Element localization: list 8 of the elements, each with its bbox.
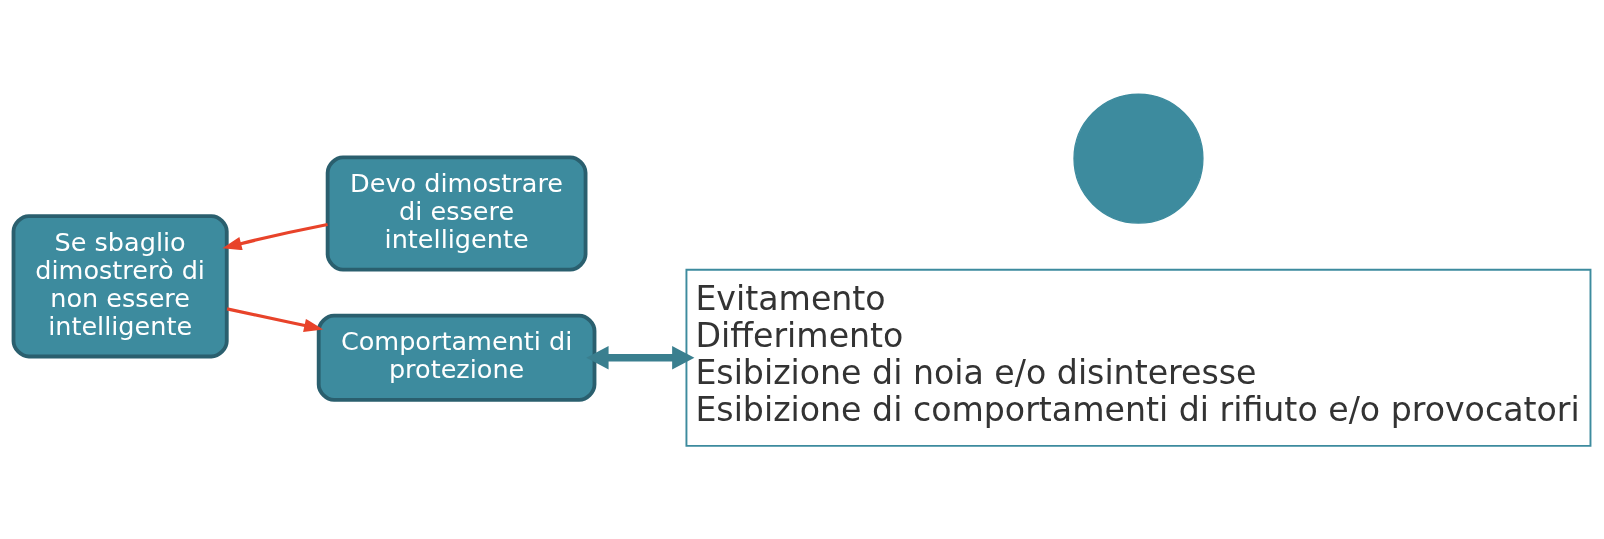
arrow <box>222 222 328 250</box>
node-box: Comportamenti di protezione <box>316 313 597 402</box>
node-box: Se sbaglio dimostrerò di non essere intelligente <box>11 213 229 358</box>
node-box: Evitamento Differimento Esibizione di noia e/o disinteresse Esibizione di comportamenti di rifiuto e/o provocatori <box>685 268 1592 447</box>
arrow <box>586 345 695 369</box>
node-circle <box>1073 92 1204 224</box>
node-box: Devo dimostrare di essere intelligente <box>325 154 588 272</box>
arrow <box>226 306 324 332</box>
